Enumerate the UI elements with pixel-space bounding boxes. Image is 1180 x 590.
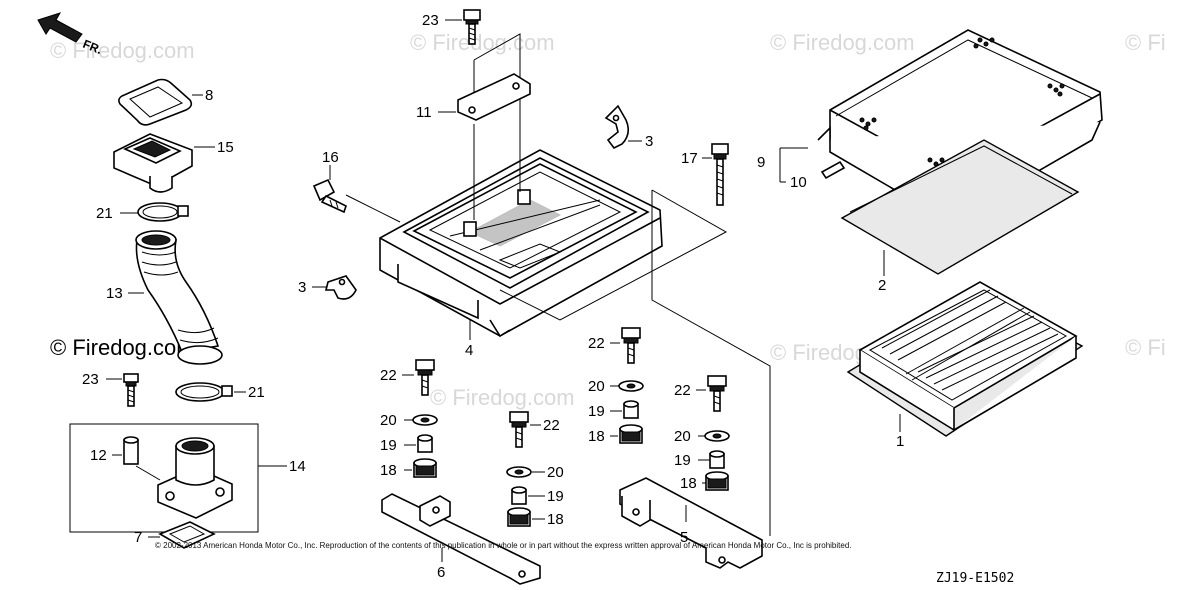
part-13-hose [135, 230, 223, 365]
callout-22-b: 22 [543, 417, 560, 434]
part-21-clamp [137, 202, 189, 222]
callout-23-top: 23 [422, 12, 439, 29]
watermark-dark: © Firedog.com [50, 335, 195, 360]
callout-14: 14 [289, 458, 306, 475]
callout-22-d: 22 [674, 382, 691, 399]
callout-13: 13 [106, 285, 123, 302]
callout-2: 2 [878, 277, 886, 294]
callout-22-c: 22 [588, 335, 605, 352]
callout-18-b: 18 [547, 511, 564, 528]
part-17-bolt [711, 143, 729, 206]
callout-18-a: 18 [380, 462, 397, 479]
front-direction-arrow: FR. [37, 12, 104, 57]
hardware-stack-d [704, 375, 730, 491]
callout-20-a: 20 [380, 412, 397, 429]
watermark: © Fi [1125, 30, 1166, 55]
watermark: © Firedog.com [410, 30, 555, 55]
part-14-group-frame [69, 423, 259, 533]
cover-vent-pattern [859, 37, 1065, 171]
callout-17: 17 [681, 150, 698, 167]
callout-12: 12 [90, 447, 107, 464]
callout-19-a: 19 [380, 437, 397, 454]
part-23-bolt-top [463, 9, 481, 45]
callout-5: 5 [680, 529, 688, 546]
callout-20-b: 20 [547, 464, 564, 481]
part-10-pin [820, 160, 846, 180]
part-21-clamp-lower [175, 382, 233, 402]
hardware-stack-a [412, 359, 438, 478]
callout-18-c: 18 [588, 428, 605, 445]
callout-16: 16 [322, 149, 339, 166]
callout-21-lower: 21 [248, 384, 265, 401]
part-11-bracket [457, 73, 531, 121]
callout-20-c: 20 [588, 378, 605, 395]
arrow-icon [37, 12, 83, 43]
part-14-elbow [135, 437, 233, 519]
filter-pleats [881, 289, 1059, 391]
callout-10: 10 [790, 174, 807, 191]
watermark: © Firedog.com [770, 30, 915, 55]
watermark: © Firedog.com [50, 38, 195, 63]
part-8-gasket [118, 78, 193, 126]
part-2-seal [840, 139, 1080, 275]
callout-1: 1 [896, 433, 904, 450]
copyright-notice: © 2002-2013 American Honda Motor Co., In… [155, 541, 852, 550]
callout-18-d: 18 [680, 475, 697, 492]
callout-20-d: 20 [674, 428, 691, 445]
callout-9: 9 [757, 154, 765, 171]
callout-6: 6 [437, 564, 445, 581]
watermark: © Fi [1125, 335, 1166, 360]
watermark: © Firedog.com [430, 385, 575, 410]
part-12-collar [123, 436, 139, 465]
part-5-bracket [619, 477, 763, 569]
part-7-gasket [158, 521, 216, 549]
hardware-stack-c [618, 327, 644, 444]
callout-3-right: 3 [645, 133, 653, 150]
callout-4: 4 [465, 342, 473, 359]
part-15-joint [113, 133, 193, 193]
part-1-filter-element [846, 281, 1084, 437]
callout-8: 8 [205, 87, 213, 104]
part-3-clip-left [324, 275, 357, 300]
direction-label: FR. [81, 37, 104, 57]
callout-21: 21 [96, 205, 113, 222]
callout-3-left: 3 [298, 279, 306, 296]
callout-7: 7 [134, 529, 142, 546]
part-23-bolt-left [123, 373, 139, 407]
callout-22-a: 22 [380, 367, 397, 384]
callout-15: 15 [217, 139, 234, 156]
part-6-bracket [381, 493, 541, 585]
callout-19-b: 19 [547, 488, 564, 505]
hardware-stack-b [506, 411, 532, 527]
part-3-clip-right [604, 104, 630, 150]
callout-19-d: 19 [674, 452, 691, 469]
callout-23-left: 23 [82, 371, 99, 388]
callout-19-c: 19 [588, 403, 605, 420]
callout-11: 11 [416, 104, 432, 121]
diagram-code: ZJ19-E1502 [936, 571, 1014, 586]
part-4-air-cleaner-case [379, 149, 663, 338]
part-16-bolt [312, 178, 347, 214]
